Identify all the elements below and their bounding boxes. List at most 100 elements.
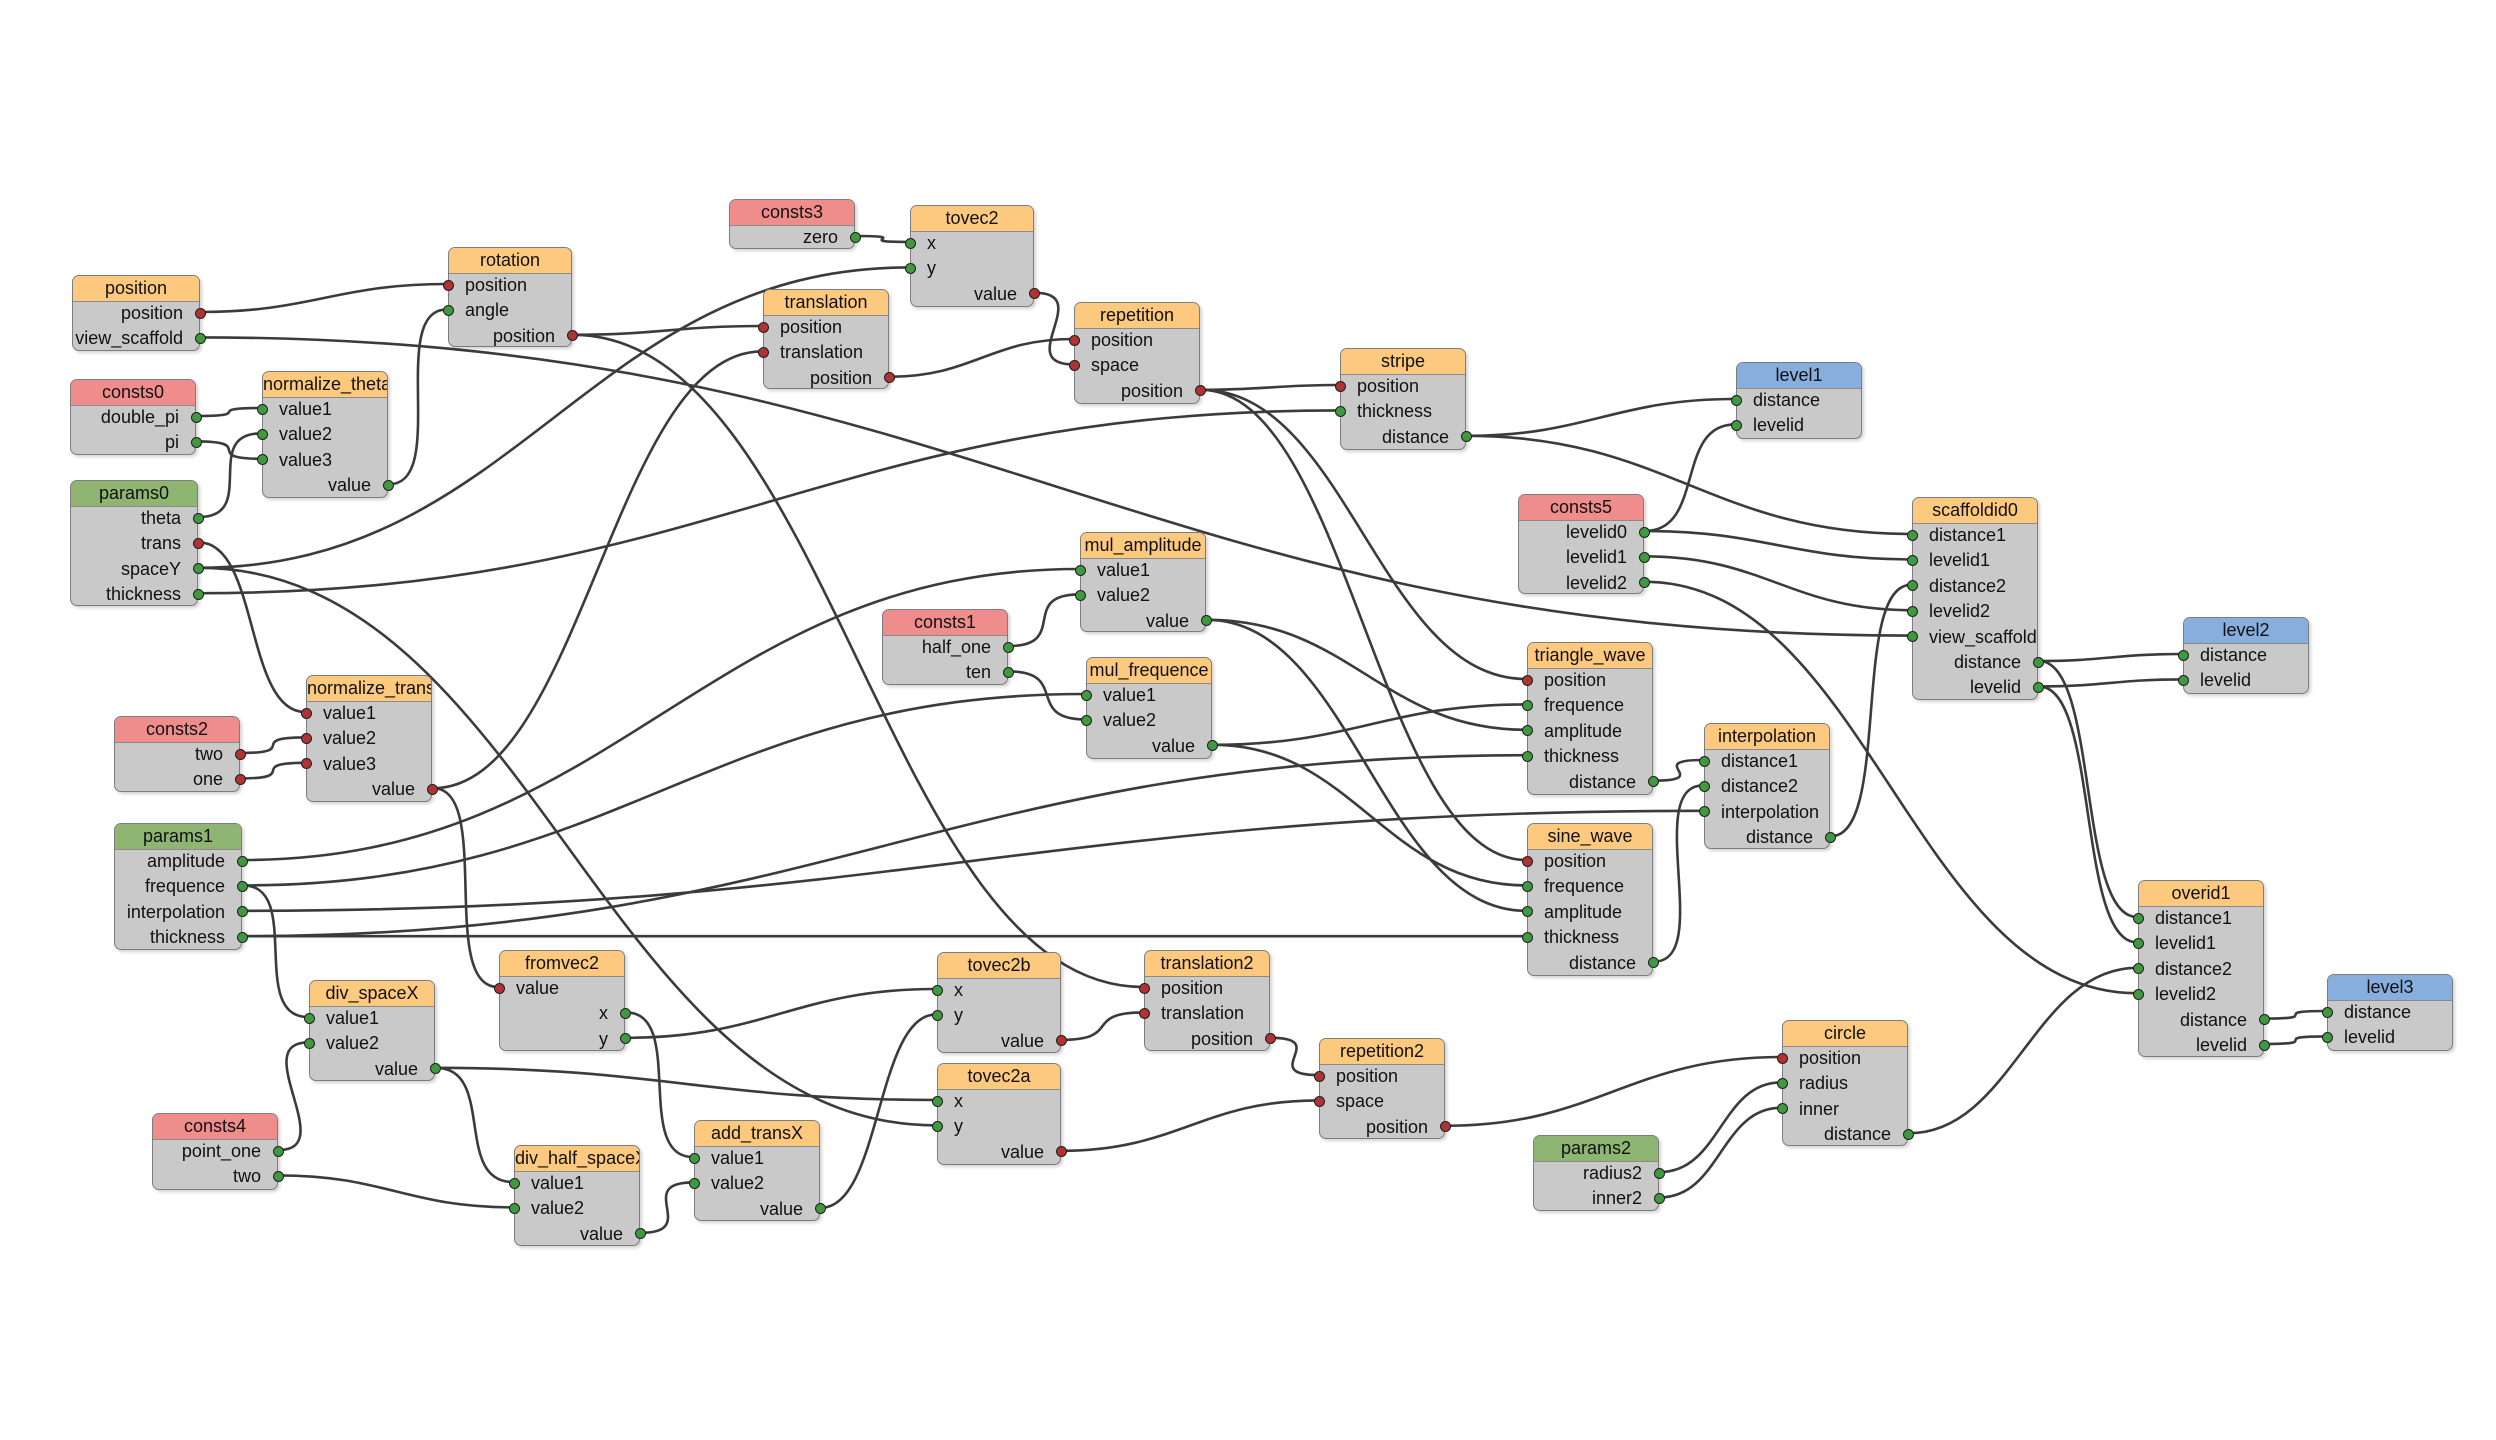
input-port-distance1[interactable]: [2132, 912, 2144, 924]
node-title[interactable]: params0: [71, 481, 197, 507]
output-port-distance[interactable]: [2258, 1014, 2270, 1026]
output-port-value[interactable]: [1206, 740, 1218, 752]
output-port-x[interactable]: [619, 1007, 631, 1019]
input-port-value1[interactable]: [688, 1152, 700, 1164]
input-port-space[interactable]: [1313, 1095, 1325, 1107]
input-port-value2[interactable]: [300, 732, 312, 744]
output-port-value[interactable]: [426, 783, 438, 795]
node-title[interactable]: mul_amplitude: [1081, 533, 1205, 559]
input-port-y[interactable]: [931, 1120, 943, 1132]
output-port-levelid1[interactable]: [1638, 551, 1650, 563]
output-port-theta[interactable]: [192, 512, 204, 524]
output-port-value[interactable]: [1055, 1146, 1067, 1158]
output-port-distance[interactable]: [1460, 431, 1472, 443]
input-port-thickness[interactable]: [1334, 405, 1346, 417]
input-port-value1[interactable]: [303, 1012, 315, 1024]
node-title[interactable]: level2: [2184, 618, 2308, 644]
input-port-x[interactable]: [904, 237, 916, 249]
node-title[interactable]: fromvec2: [500, 951, 624, 977]
input-port-value2[interactable]: [1080, 714, 1092, 726]
input-port-distance2[interactable]: [1698, 780, 1710, 792]
node-title[interactable]: normalize_theta: [263, 372, 387, 398]
output-port-position[interactable]: [194, 307, 206, 319]
input-port-amplitude[interactable]: [1521, 906, 1533, 918]
output-port-value[interactable]: [382, 479, 394, 491]
input-port-distance1[interactable]: [1698, 755, 1710, 767]
input-port-amplitude[interactable]: [1521, 725, 1533, 737]
output-port-spaceY[interactable]: [192, 563, 204, 575]
output-port-value[interactable]: [634, 1228, 646, 1240]
output-port-distance[interactable]: [1824, 831, 1836, 843]
input-port-levelid1[interactable]: [2132, 937, 2144, 949]
node-title[interactable]: level1: [1737, 363, 1861, 389]
input-port-distance2[interactable]: [1906, 580, 1918, 592]
output-port-two[interactable]: [272, 1170, 284, 1182]
output-port-value[interactable]: [1055, 1035, 1067, 1047]
output-port-distance[interactable]: [1647, 776, 1659, 788]
input-port-angle[interactable]: [442, 304, 454, 316]
input-port-value1[interactable]: [508, 1177, 520, 1189]
node-title[interactable]: div_spaceX: [310, 981, 434, 1007]
input-port-interpolation[interactable]: [1698, 806, 1710, 818]
output-port-position[interactable]: [1439, 1121, 1451, 1133]
output-port-value[interactable]: [1200, 615, 1212, 627]
node-title[interactable]: consts3: [730, 200, 854, 226]
input-port-x[interactable]: [931, 984, 943, 996]
output-port-thickness[interactable]: [236, 931, 248, 943]
node-title[interactable]: interpolation: [1705, 724, 1829, 750]
output-port-pi[interactable]: [190, 436, 202, 448]
input-port-distance1[interactable]: [1906, 529, 1918, 541]
input-port-value2[interactable]: [303, 1037, 315, 1049]
node-title[interactable]: level3: [2328, 975, 2452, 1001]
node-title[interactable]: consts4: [153, 1114, 277, 1140]
node-title[interactable]: triangle_wave: [1528, 643, 1652, 669]
output-port-distance[interactable]: [2032, 656, 2044, 668]
node-title[interactable]: div_half_spaceX: [515, 1146, 639, 1172]
input-port-view-scaffold[interactable]: [1906, 631, 1918, 643]
node-title[interactable]: scaffoldid0: [1913, 498, 2037, 524]
input-port-position[interactable]: [1521, 674, 1533, 686]
output-port-radius2[interactable]: [1653, 1167, 1665, 1179]
output-port-inner2[interactable]: [1653, 1192, 1665, 1204]
output-port-value[interactable]: [1028, 288, 1040, 300]
output-port-levelid0[interactable]: [1638, 526, 1650, 538]
node-title[interactable]: mul_frequence: [1087, 658, 1211, 684]
node-title[interactable]: tovec2: [911, 206, 1033, 232]
output-port-two[interactable]: [234, 748, 246, 760]
node-title[interactable]: tovec2a: [938, 1064, 1060, 1090]
input-port-x[interactable]: [931, 1095, 943, 1107]
input-port-value1[interactable]: [300, 707, 312, 719]
node-title[interactable]: tovec2b: [938, 953, 1060, 979]
node-title[interactable]: overid1: [2139, 881, 2263, 907]
node-title[interactable]: rotation: [449, 248, 571, 274]
node-title[interactable]: consts5: [1519, 495, 1643, 521]
output-port-distance[interactable]: [1902, 1128, 1914, 1140]
input-port-levelid[interactable]: [2177, 674, 2189, 686]
node-title[interactable]: add_transX: [695, 1121, 819, 1147]
input-port-thickness[interactable]: [1521, 750, 1533, 762]
output-port-one[interactable]: [234, 773, 246, 785]
input-port-value1[interactable]: [1074, 564, 1086, 576]
node-title[interactable]: circle: [1783, 1021, 1907, 1047]
output-port-levelid[interactable]: [2032, 681, 2044, 693]
node-title[interactable]: params1: [115, 824, 241, 850]
